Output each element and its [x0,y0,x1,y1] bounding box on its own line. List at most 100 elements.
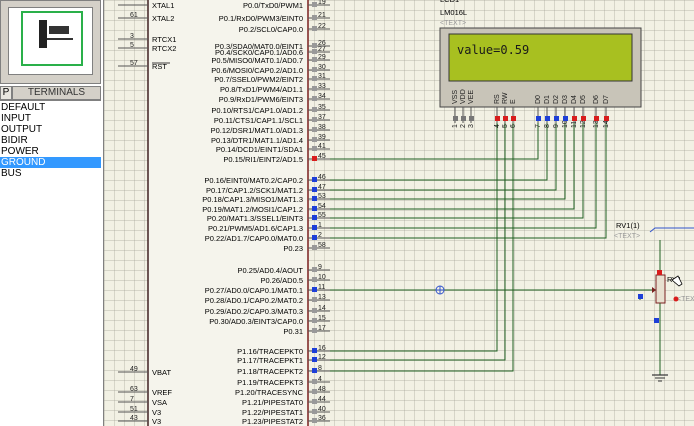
mcu-pin-marker [312,297,317,302]
overview-thumbnail[interactable] [8,7,93,75]
mcu-pin-label: P0.23 [283,244,303,253]
mcu-pin-marker [312,235,317,240]
mcu-pin-number: 12 [318,354,326,361]
mcu-pin-number: 36 [318,415,326,422]
mcu-pin-label: P0.17/CAP1.2/SCK1/MAT1.2 [206,186,303,195]
terminal-item-default[interactable]: DEFAULT [1,102,46,113]
mcu-pin-label: P0.21/PWM5/AD1.6/CAP1.3 [208,224,303,233]
lcd-component[interactable]: LCD1LM016L<TEXT>value=0.59VSS1VDD2VEE3RS… [439,0,642,128]
mcu-pin-label: P0.3/SDA0/MAT0.0/EINT1 [215,42,303,51]
mcu-left-pin-label: XTAL1 [152,1,174,10]
mcu-pin-marker [312,225,317,230]
lcd-pin-number: 8 [544,124,551,128]
mcu-pin-label: P0.18/CAP1.3/MISO1/MAT1.3 [202,195,303,204]
mcu-pin-number: 48 [318,386,326,393]
mcu-pin-label: P0.11/CTS1/CAP1.1/SCL1 [214,116,303,125]
mcu-pin-number: 13 [318,294,326,301]
mcu-pin-marker [312,177,317,182]
lcd-pin-label: E [510,99,517,104]
lcd-pin-number: 2 [460,124,467,128]
mcu-pin-number: 30 [318,64,326,71]
mcu-pin-number: 4 [318,376,322,383]
mcu-left-pin-number: 7 [130,396,134,403]
terminal-item-input[interactable]: INPUT [1,113,31,124]
mcu-left-pin-number: 61 [130,12,138,19]
mcu-pin-number: 2 [318,232,322,239]
lcd-pin-label: D4 [571,95,578,104]
mcu-pin-label: P0.12/DSR1/MAT1.0/AD1.3 [211,126,303,135]
mcu-left-pin-number: 49 [130,366,138,373]
pot-pin-marker-bottom [654,318,659,323]
lcd-pin-marker [545,116,550,121]
pot-body[interactable] [655,274,666,304]
mcu-pin-marker [312,409,317,414]
mcu-pin-marker [312,76,317,81]
mcu-pin-marker [312,368,317,373]
mcu-left-pin-label: RTCX2 [152,44,176,53]
terminal-item-bus[interactable]: BUS [1,168,22,179]
potentiometer-component[interactable]: RV1(1)<TEXT>RV1<TEXT> [614,221,694,382]
lcd-pin-marker [554,116,559,121]
wire-d8 [330,123,597,229]
mcu-left-pin-label: VSA [152,398,167,407]
overview-viewport-frame[interactable] [21,11,83,66]
mcu-pin-number: 33 [318,83,326,90]
mcu-pin-label: P0.7/SSEL0/PWM2/EINT2 [214,75,303,84]
mcu-pin-number: 17 [318,325,326,332]
mcu-left-pin-label: VBAT [152,368,171,377]
mcu-pin-number: 9 [318,264,322,271]
mcu-pin-number: 22 [318,23,326,30]
mcu-pin-number: 26 [318,40,326,47]
mcu-body[interactable] [147,0,309,426]
lcd-text-tag: <TEXT> [440,20,466,27]
mcu-left-pin-number: 5 [130,42,134,49]
mcu-pin-label: P1.20/TRACESYNC [235,388,304,397]
mcu-pin-label: P0.9/RxD1/PWM6/EINT3 [219,95,303,104]
mcu-pin-marker [312,328,317,333]
lcd-pin-marker [503,116,508,121]
pot-wiper-arrow [652,287,656,293]
mcu-pin-number: 47 [318,184,326,191]
lcd-pin-marker [572,116,577,121]
mcu-left-pin-label: RTCX1 [152,35,176,44]
lcd-pin-number: 9 [553,124,560,128]
terminal-item-output[interactable]: OUTPUT [1,124,43,135]
lcd-pin-number: 1 [452,124,459,128]
mcu-pin-marker [312,137,317,142]
terminal-item-power[interactable]: POWER [1,146,39,157]
mcu-pin-marker [312,277,317,282]
lcd-pin-number: 14 [603,120,610,128]
mcu-pin-number: 10 [318,274,326,281]
terminal-item-ground[interactable]: GROUND [0,157,101,168]
mcu-left-pin-number: 51 [130,406,138,413]
pot-text-tag2: <TEXT> [677,296,694,303]
pot-vcc-symbol [649,227,694,233]
wire-e [330,123,548,181]
mcu-pin-number: 54 [318,203,326,210]
pot-pin-marker-left [638,294,643,299]
mcu-pin-label: P0.14/DCD1/EINT1/SDA1 [216,145,303,154]
mcu-pin-label: P0.26/AD0.5 [260,276,303,285]
lcd-pin-label: D1 [544,95,551,104]
lcd-pin-marker [563,116,568,121]
lcd-pin-label: D3 [562,95,569,104]
mcu-pin-label: P1.21/PIPESTAT0 [242,398,303,407]
mcu-left-pin-label: V3 [152,408,161,417]
mcu-pin-number: 41 [318,143,326,150]
overview-window[interactable] [0,0,101,84]
lcd-pin-label: VEE [468,90,475,104]
mcu-pin-number: 39 [318,134,326,141]
wire-d6 [330,123,575,210]
terminal-item-bidir[interactable]: BIDIR [1,135,28,146]
lcd-pin-label: D0 [535,95,542,104]
mcu-pin-marker [312,15,317,20]
mcu-pin-marker [312,57,317,62]
pot-probe-dot [673,296,679,302]
mcu-pin-label: P1.18/TRACEPKT2 [237,367,303,376]
mcu-pin-number: 55 [318,212,326,219]
lcd-pin-marker [469,116,474,121]
mcu-pin-number: 27 [318,46,326,53]
pick-button[interactable]: P [0,86,12,100]
